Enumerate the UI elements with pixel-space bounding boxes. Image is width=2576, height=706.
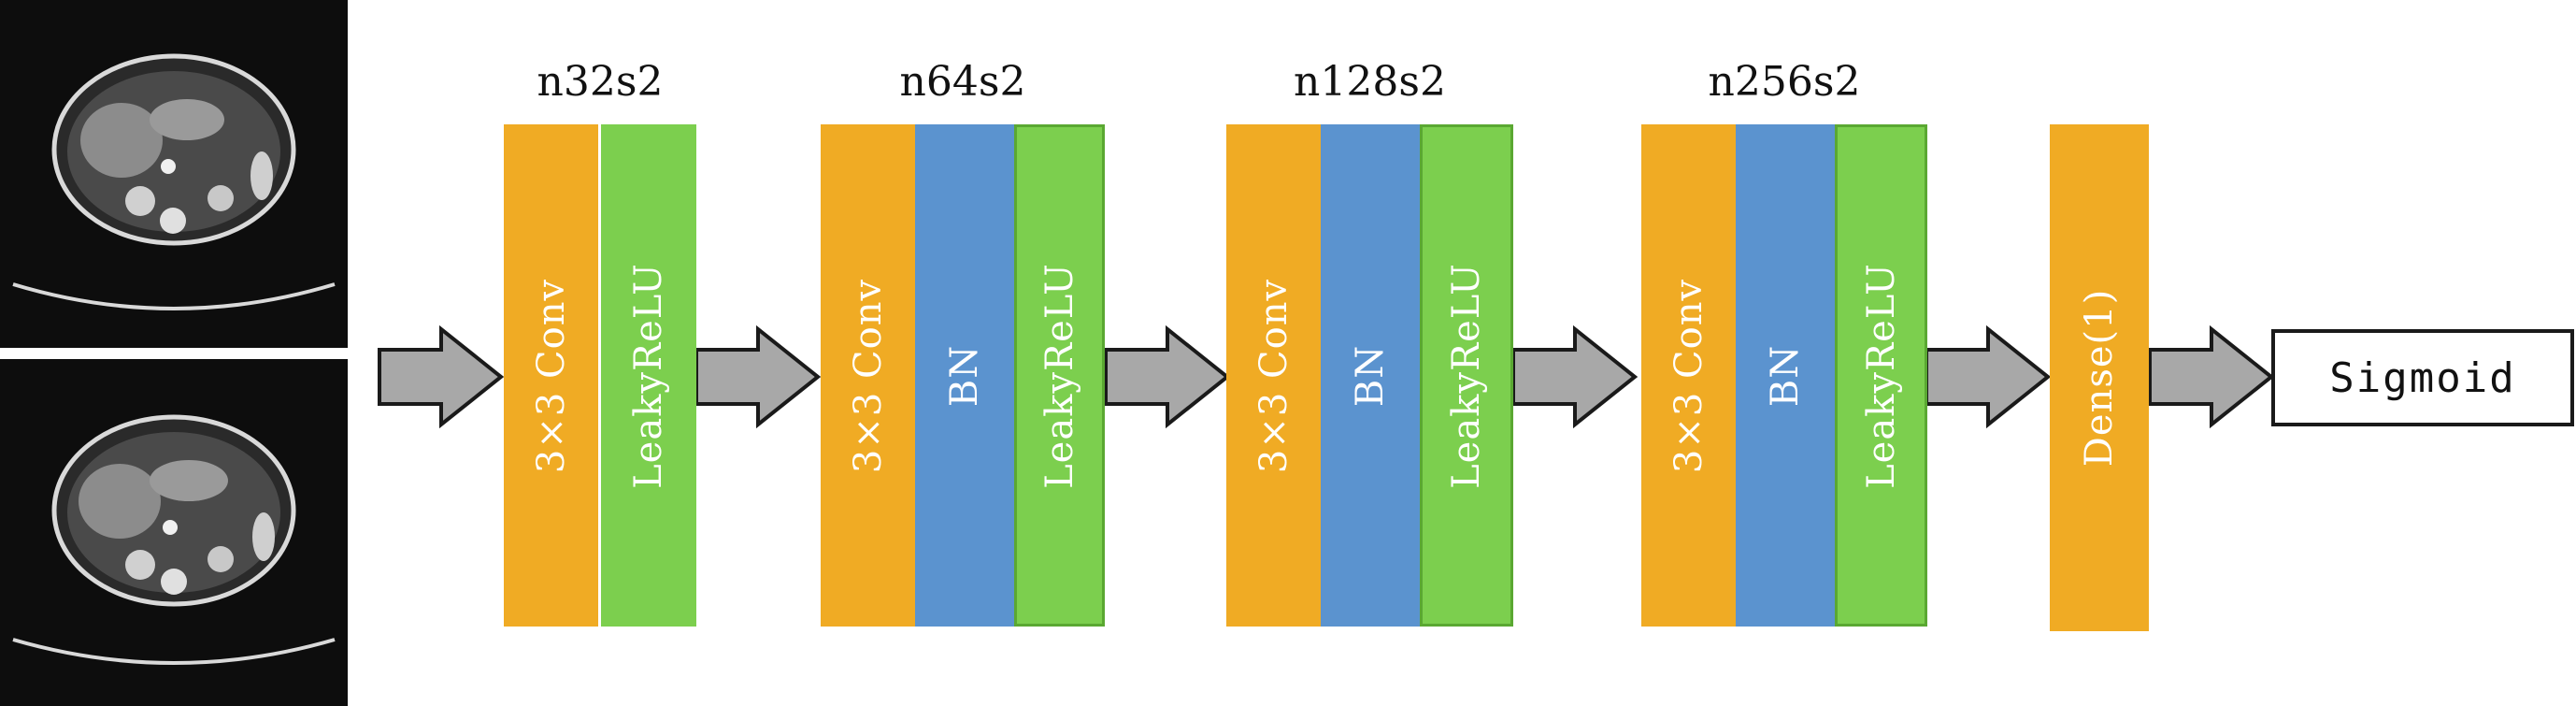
layer-label: 3×3 Conv (1252, 278, 1295, 473)
stage-title-3: n128s2 (1294, 58, 1446, 106)
layer-label: BN (1764, 344, 1807, 407)
output-label: Sigmoid (2329, 353, 2516, 402)
sigmoid-output-box: Sigmoid (2271, 329, 2574, 426)
layer-label: LeakyReLU (627, 262, 670, 489)
stage3-activation-block: LeakyReLU (1420, 124, 1513, 627)
stage1-activation-block: LeakyReLU (601, 124, 696, 627)
arrow-stage2-to-stage3 (1104, 325, 1231, 428)
ct-scan-icon (12, 414, 336, 665)
stage-title-1: n32s2 (537, 58, 664, 106)
stage4-conv-block: 3×3 Conv (1641, 124, 1736, 627)
dense-block: Dense(1) (2050, 124, 2149, 631)
stage-title-2: n64s2 (899, 58, 1026, 106)
stage4-bn-block: BN (1736, 124, 1835, 627)
stage-title-4: n256s2 (1708, 58, 1861, 106)
arrow-input-to-stage1 (378, 325, 505, 428)
layer-label: 3×3 Conv (846, 278, 890, 473)
layer-label: Dense(1) (2078, 288, 2121, 468)
layer-label: BN (943, 344, 986, 407)
stage1-conv-block: 3×3 Conv (504, 124, 598, 627)
layer-label: BN (1349, 344, 1392, 407)
ct-scan-image-top (0, 0, 348, 348)
stage2-activation-block: LeakyReLU (1014, 124, 1105, 627)
arrow-stage1-to-stage2 (694, 325, 822, 428)
layer-label: LeakyReLU (1038, 262, 1081, 489)
stage2-bn-block: BN (915, 124, 1014, 627)
layer-label: LeakyReLU (1859, 262, 1903, 489)
layer-label: 3×3 Conv (1667, 278, 1710, 473)
stage3-bn-block: BN (1321, 124, 1420, 627)
layer-label: 3×3 Conv (529, 278, 573, 473)
arrow-stage3-to-stage4 (1511, 325, 1639, 428)
stage3-conv-block: 3×3 Conv (1226, 124, 1321, 627)
arrow-dense-to-sigmoid (2148, 325, 2275, 428)
stage2-conv-block: 3×3 Conv (821, 124, 915, 627)
arrow-stage4-to-dense (1925, 325, 2052, 428)
stage4-activation-block: LeakyReLU (1835, 124, 1927, 627)
layer-label: LeakyReLU (1445, 262, 1488, 489)
ct-scan-image-bottom (0, 359, 348, 706)
ct-scan-icon (12, 53, 336, 310)
